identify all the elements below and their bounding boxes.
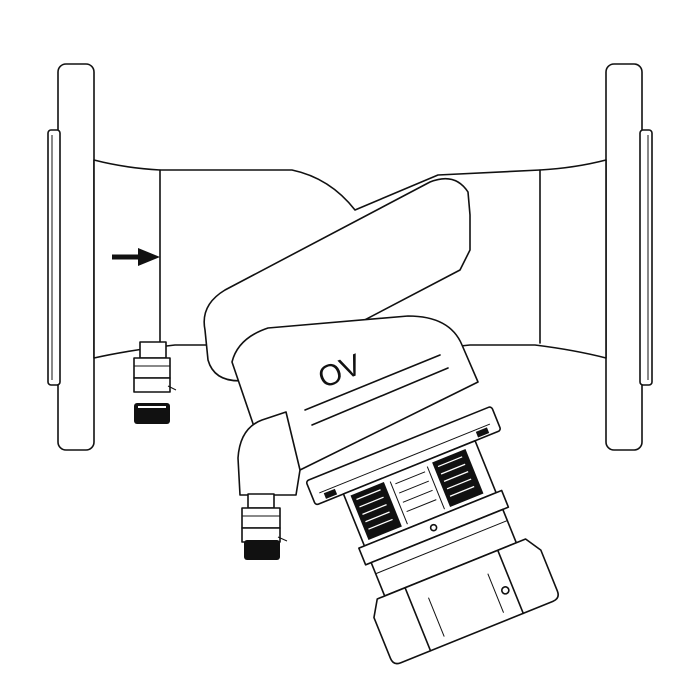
left-flange: [47, 63, 95, 451]
valve-bonnet: OV: [203, 177, 479, 472]
handwheel-icon: [373, 538, 559, 665]
valve-neck: [237, 411, 301, 496]
scale-icon: [342, 439, 497, 547]
test-point-icon: [133, 341, 177, 424]
test-point-icon: [241, 493, 288, 560]
handwheel-assembly: [305, 406, 559, 665]
right-arrow-icon: [112, 248, 160, 266]
right-flange: [605, 63, 653, 451]
